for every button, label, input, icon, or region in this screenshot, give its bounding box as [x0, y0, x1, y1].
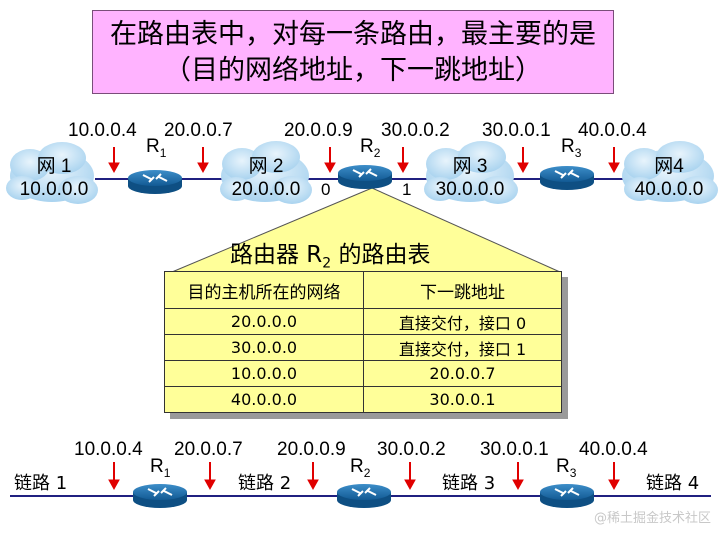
- router-label-r1: R1: [146, 136, 166, 160]
- ip-label: 30.0.0.2: [381, 120, 450, 141]
- router-icon: [133, 484, 187, 508]
- cloud-label-net-3: 网 3 30.0.0.0: [428, 155, 512, 201]
- network-address: 10.0.0.0: [19, 179, 89, 200]
- router-label-r1: R1: [150, 456, 170, 480]
- network-name: 网 1: [36, 156, 72, 177]
- column-header-destination: 目的主机所在的网络: [164, 271, 364, 309]
- destination-cell: 30.0.0.0: [164, 334, 364, 361]
- link-label-1: 链路 1: [14, 473, 68, 494]
- routing-table: 目的主机所在的网络 下一跳地址 20.0.0.0 直接交付，接口 0 30.0.…: [164, 271, 562, 413]
- router-icon: [337, 484, 391, 508]
- routing-table-title: 路由器 R2 的路由表: [230, 235, 431, 272]
- cloud-net-2: [220, 141, 312, 204]
- title-box: 在路由表中，对每一条路由，最主要的是 （目的网络地址，下一跳地址）: [92, 10, 614, 94]
- ip-label: 20.0.0.9: [284, 120, 353, 141]
- ip-label: 20.0.0.7: [164, 120, 233, 141]
- ip-label: 20.0.0.9: [277, 439, 346, 460]
- router-label-sub: 3: [569, 465, 577, 480]
- router-icon: [540, 484, 594, 508]
- table-header-row: 目的主机所在的网络 下一跳地址: [164, 271, 562, 309]
- router-icon: [540, 166, 594, 190]
- router-label-sub: 2: [363, 465, 371, 480]
- router-label-r2: R2: [350, 456, 370, 480]
- cloud-label-net-4: 网4 40.0.0.0: [626, 155, 712, 201]
- router-label-base: R: [360, 136, 374, 157]
- router-label-sub: 1: [159, 145, 167, 160]
- router-label-sub: 2: [373, 145, 381, 160]
- next-hop-cell: 30.0.0.1: [363, 386, 562, 413]
- port-1-label: 1: [402, 180, 412, 199]
- routing-table-title-sub: 2: [322, 255, 332, 272]
- cloud-label-net-1: 网 1 10.0.0.0: [12, 155, 96, 201]
- destination-cell: 10.0.0.0: [164, 360, 364, 387]
- ip-label: 20.0.0.7: [174, 439, 243, 460]
- watermark: @稀土掘金技术社区: [593, 511, 711, 526]
- link-label-3: 链路 3: [442, 473, 496, 494]
- router-label-sub: 3: [574, 145, 582, 160]
- next-hop-cell: 直接交付，接口 0: [363, 308, 562, 335]
- title-line-2: （目的网络地址，下一跳地址）: [164, 55, 542, 86]
- network-name: 网 3: [452, 156, 488, 177]
- table-row: 20.0.0.0 直接交付，接口 0: [164, 308, 562, 335]
- router-label-base: R: [556, 456, 570, 477]
- router-label-sub: 1: [163, 465, 171, 480]
- ip-label: 30.0.0.2: [377, 439, 446, 460]
- next-hop-cell: 20.0.0.7: [363, 360, 562, 387]
- cloud-net-3: [424, 141, 518, 204]
- table-row: 30.0.0.0 直接交付，接口 1: [164, 334, 562, 361]
- network-address: 30.0.0.0: [435, 179, 505, 200]
- router-label-base: R: [146, 136, 160, 157]
- ip-label: 10.0.0.4: [68, 120, 137, 141]
- network-address: 40.0.0.0: [634, 179, 704, 200]
- port-0-label: 0: [321, 180, 331, 199]
- ip-label: 30.0.0.1: [480, 439, 549, 460]
- network-address: 20.0.0.0: [231, 179, 301, 200]
- ip-label: 10.0.0.4: [74, 439, 143, 460]
- destination-cell: 40.0.0.0: [164, 386, 364, 413]
- cloud-net-4: [622, 141, 718, 204]
- title-line-1: 在路由表中，对每一条路由，最主要的是: [110, 19, 596, 50]
- router-icon: [338, 165, 392, 189]
- column-header-next-hop: 下一跳地址: [363, 271, 562, 309]
- network-name: 网 2: [248, 156, 284, 177]
- routing-table-title-prefix: 路由器 R: [230, 242, 323, 268]
- next-hop-cell: 直接交付，接口 1: [363, 334, 562, 361]
- router-label-r3: R3: [556, 456, 576, 480]
- arrow-icon: [108, 462, 620, 491]
- router-label-r3: R3: [561, 136, 581, 160]
- destination-cell: 20.0.0.0: [164, 308, 364, 335]
- router-label-base: R: [350, 456, 364, 477]
- router-icon: [128, 170, 182, 194]
- network-name: 网4: [654, 156, 684, 177]
- router-label-r2: R2: [360, 136, 380, 160]
- table-row: 10.0.0.0 20.0.0.7: [164, 360, 562, 387]
- link-label-4: 链路 4: [646, 473, 700, 494]
- cloud-net-1: [6, 142, 98, 204]
- ip-label: 40.0.0.4: [578, 120, 647, 141]
- table-row: 40.0.0.0 30.0.0.1: [164, 386, 562, 413]
- arrow-icon: [108, 147, 620, 174]
- ip-label: 30.0.0.1: [482, 120, 551, 141]
- routing-table-title-suffix: 的路由表: [331, 242, 431, 268]
- ip-label: 40.0.0.4: [579, 439, 648, 460]
- cloud-label-net-2: 网 2 20.0.0.0: [224, 155, 308, 201]
- router-label-base: R: [561, 136, 575, 157]
- router-label-base: R: [150, 456, 164, 477]
- link-label-2: 链路 2: [238, 473, 292, 494]
